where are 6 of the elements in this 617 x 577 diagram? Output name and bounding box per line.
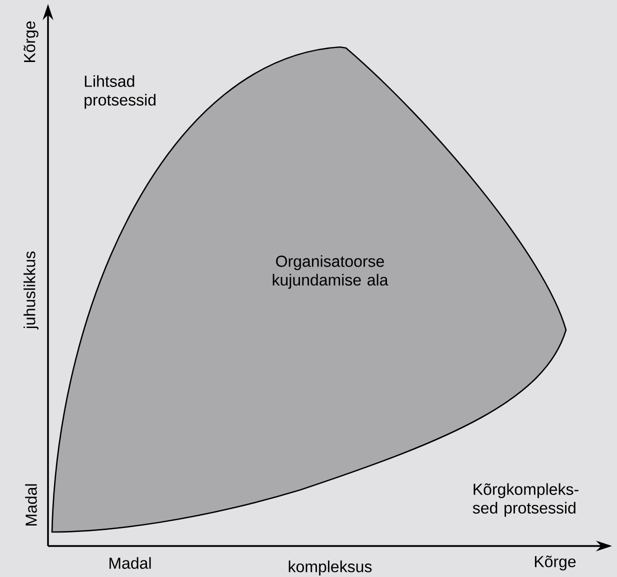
axis-label: Kõrge — [24, 21, 38, 62]
axis-label: Madal — [25, 484, 37, 526]
axis-label: Kõrge — [534, 556, 576, 570]
axis-label: Lihtsad protsessid — [84, 75, 156, 109]
axis-label: kompleksus — [288, 560, 372, 576]
axis-label: Madal — [110, 557, 151, 569]
